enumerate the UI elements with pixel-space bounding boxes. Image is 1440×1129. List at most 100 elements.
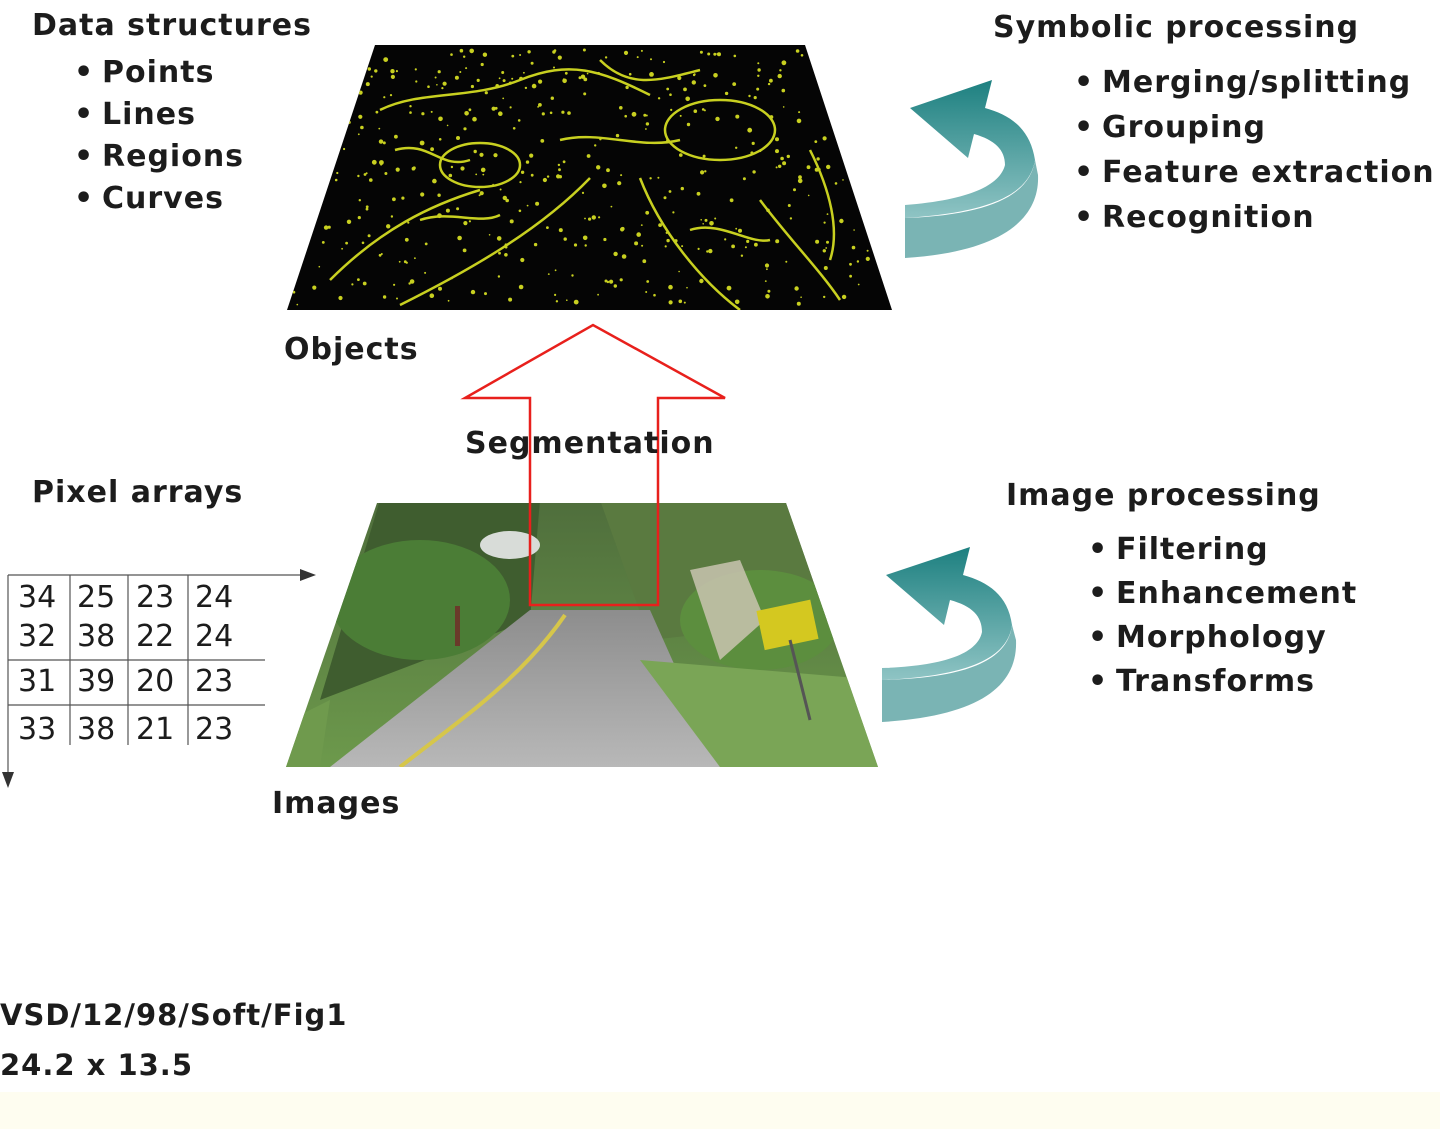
edge-speck xyxy=(704,218,708,222)
edge-speck xyxy=(553,66,555,69)
edge-speck xyxy=(296,303,299,306)
edge-speck xyxy=(640,224,643,227)
edge-speck xyxy=(777,73,782,79)
edge-speck xyxy=(502,97,505,100)
segmentation-arrow xyxy=(460,323,726,607)
edge-speck xyxy=(866,249,869,252)
edge-speck xyxy=(421,112,425,116)
edge-speck xyxy=(504,253,508,257)
edge-speck xyxy=(525,160,530,164)
edge-speck xyxy=(578,76,582,80)
edge-speck xyxy=(582,235,588,241)
edge-speck xyxy=(742,177,746,181)
edge-speck xyxy=(498,77,501,80)
edge-speck xyxy=(796,301,801,306)
edge-speck xyxy=(696,191,701,196)
edge-speck xyxy=(732,82,737,86)
edge-speck xyxy=(703,84,707,87)
edge-speck xyxy=(781,60,787,66)
edge-speck xyxy=(358,114,363,119)
edge-speck xyxy=(757,74,760,78)
edge-speck xyxy=(323,225,329,230)
list-item: Grouping xyxy=(1074,105,1435,150)
edge-speck xyxy=(479,191,484,196)
edge-speck xyxy=(450,53,453,56)
edge-speck xyxy=(785,260,788,263)
edge-speck xyxy=(657,176,660,179)
table-row: 33 38 21 23 xyxy=(8,709,244,749)
edge-speck xyxy=(735,114,740,119)
edge-speck xyxy=(729,198,734,203)
edge-speck xyxy=(724,238,727,241)
edge-speck xyxy=(546,226,549,230)
edge-speck xyxy=(663,196,667,200)
edge-speck xyxy=(404,237,409,242)
edge-speck xyxy=(519,76,523,81)
edge-speck xyxy=(558,228,563,233)
edge-speck xyxy=(437,213,442,219)
edge-speck xyxy=(747,127,753,133)
edge-speck xyxy=(430,147,434,152)
edge-speck xyxy=(469,48,475,54)
edge-speck xyxy=(463,221,468,226)
edge-speck xyxy=(488,234,491,236)
edge-speck xyxy=(457,235,462,241)
edge-speck xyxy=(380,253,383,255)
objects-label: Objects xyxy=(284,332,419,367)
edge-speck xyxy=(668,300,673,305)
edge-speck xyxy=(643,113,647,117)
edge-speck xyxy=(702,223,704,225)
edge-speck xyxy=(473,149,477,154)
list-item: Merging/splitting xyxy=(1074,60,1435,105)
edge-speck xyxy=(779,69,782,72)
edge-speck xyxy=(775,137,779,142)
edge-speck xyxy=(744,246,747,249)
edge-speck xyxy=(823,221,826,224)
edge-speck xyxy=(769,78,773,83)
pixel-value: 34 xyxy=(18,579,57,615)
edge-speck xyxy=(646,280,650,283)
edge-speck xyxy=(475,173,478,176)
edge-speck xyxy=(533,242,538,247)
edge-speck xyxy=(700,170,705,175)
edge-speck xyxy=(767,289,771,293)
edge-speck xyxy=(511,54,515,58)
edge-speck xyxy=(645,291,648,293)
x-axis-arrowhead-icon xyxy=(300,569,316,581)
edge-speck xyxy=(594,144,597,147)
y-axis-arrowhead-icon xyxy=(2,772,14,788)
pixel-value: 24 xyxy=(195,618,234,654)
edge-speck xyxy=(767,82,771,86)
edge-speck xyxy=(823,266,828,270)
edge-speck xyxy=(498,111,503,116)
edge-speck xyxy=(849,274,852,278)
edge-speck xyxy=(782,106,785,108)
edge-speck xyxy=(766,208,770,213)
footer-band xyxy=(0,1092,1440,1129)
edge-speck xyxy=(842,179,844,181)
edge-speck xyxy=(818,168,821,171)
edge-speck xyxy=(668,284,673,290)
edge-speck xyxy=(780,156,784,161)
edge-speck xyxy=(702,154,706,158)
table-row: 32 38 22 24 xyxy=(8,618,244,654)
edge-speck xyxy=(508,297,513,302)
edge-speck xyxy=(346,219,352,224)
edge-speck xyxy=(713,73,718,78)
edge-speck xyxy=(841,294,847,300)
edge-speck xyxy=(740,254,744,257)
edge-speck xyxy=(501,71,505,74)
edge-speck xyxy=(793,188,796,192)
edge-speck xyxy=(396,297,398,300)
edge-speck xyxy=(566,299,568,302)
edge-speck xyxy=(375,110,379,114)
edge-speck xyxy=(662,60,666,64)
edge-speck xyxy=(454,75,459,80)
edge-speck xyxy=(558,175,562,179)
edge-speck xyxy=(751,141,755,145)
edge-speck xyxy=(717,52,721,57)
list-item: Points xyxy=(74,52,244,94)
edge-speck xyxy=(794,286,799,291)
edge-speck xyxy=(436,84,438,86)
edge-speck xyxy=(798,175,802,180)
